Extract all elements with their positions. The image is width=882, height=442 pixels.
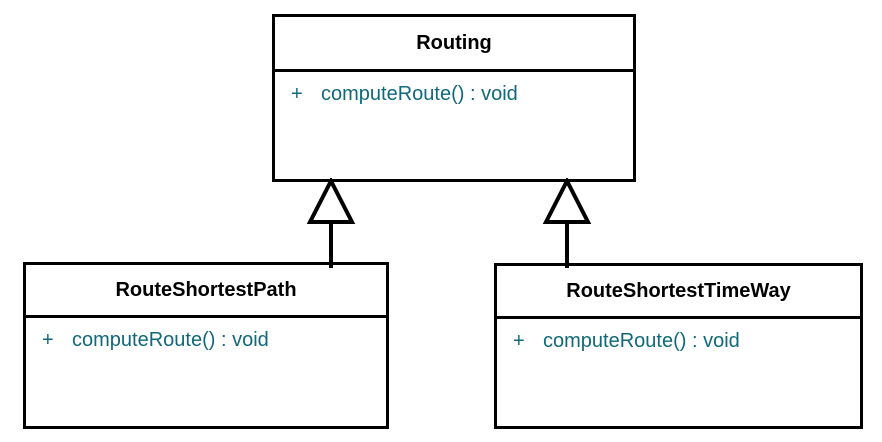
generalization-arrow-route-shortest-path-to-routing[interactable] xyxy=(300,178,362,268)
uml-operation-signature: computeRoute() : void xyxy=(72,329,269,351)
uml-operations-compartment-routing: + computeRoute() : void xyxy=(275,72,633,107)
uml-operation-signature: computeRoute() : void xyxy=(321,83,518,105)
uml-class-route-shortest-path[interactable]: RouteShortestPath + computeRoute() : voi… xyxy=(23,262,389,429)
inheritance-triangle-icon xyxy=(306,178,356,224)
uml-visibility-marker: + xyxy=(291,83,303,105)
uml-operation-row: + computeRoute() : void xyxy=(275,82,633,107)
uml-class-name-routing: Routing xyxy=(275,17,633,72)
uml-operation-signature: computeRoute() : void xyxy=(543,330,740,352)
uml-visibility-marker: + xyxy=(513,330,525,352)
generalization-arrow-route-shortest-time-way-to-routing[interactable] xyxy=(536,178,598,268)
uml-class-route-shortest-time-way[interactable]: RouteShortestTimeWay + computeRoute() : … xyxy=(494,263,863,429)
uml-operation-row: + computeRoute() : void xyxy=(497,329,860,354)
uml-operations-compartment-route-shortest-time-way: + computeRoute() : void xyxy=(497,319,860,354)
uml-class-name-route-shortest-path: RouteShortestPath xyxy=(26,265,386,318)
uml-operation-row: + computeRoute() : void xyxy=(26,328,386,353)
uml-class-routing[interactable]: Routing + computeRoute() : void xyxy=(272,14,636,182)
uml-visibility-marker: + xyxy=(42,329,54,351)
inheritance-triangle-icon xyxy=(542,178,592,224)
uml-class-name-route-shortest-time-way: RouteShortestTimeWay xyxy=(497,266,860,319)
uml-operations-compartment-route-shortest-path: + computeRoute() : void xyxy=(26,318,386,353)
